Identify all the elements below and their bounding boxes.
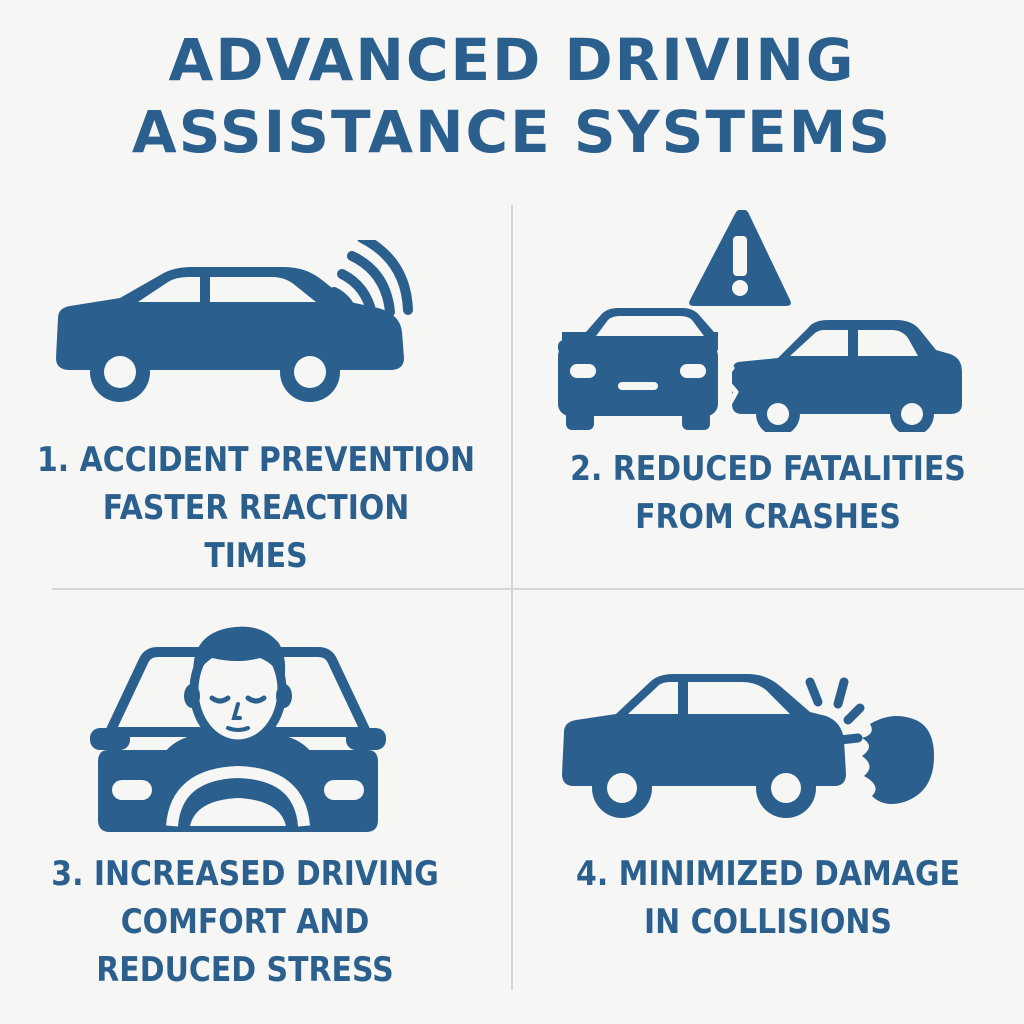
benefit-2-caption: 2. REDUCED FATALITIES FROM CRASHES: [543, 445, 994, 541]
benefit-1-caption: 1. ACCIDENT PREVENTION FASTER REACTION T…: [31, 436, 482, 580]
benefit-2-line-2: FROM CRASHES: [635, 497, 901, 537]
benefit-3-line-3: REDUCED STRESS: [96, 950, 394, 990]
car-sensor-waves-icon: [50, 240, 420, 410]
benefit-2-line-1: 2. REDUCED FATALITIES: [570, 449, 966, 489]
benefit-4-line-1: 4. MINIMIZED DAMAGE: [576, 854, 960, 894]
benefit-1-line-3: TIMES: [204, 536, 308, 576]
benefit-4-line-2: IN COLLISIONS: [644, 902, 892, 942]
relaxed-driver-icon: [88, 612, 388, 837]
title-line-1: ADVANCED DRIVING: [168, 26, 856, 94]
title-line-2: ASSISTANCE SYSTEMS: [131, 98, 893, 166]
benefit-1-line-1: 1. ACCIDENT PREVENTION: [36, 440, 475, 480]
car-collision-warning-icon: [552, 210, 964, 432]
benefit-4-caption: 4. MINIMIZED DAMAGE IN COLLISIONS: [543, 850, 994, 946]
benefit-3-line-2: COMFORT AND: [120, 902, 370, 942]
vertical-divider: [511, 205, 513, 990]
benefit-3-caption: 3. INCREASED DRIVING COMFORT AND REDUCED…: [29, 850, 460, 994]
car-impact-icon: [558, 668, 938, 820]
page-title: ADVANCED DRIVING ASSISTANCE SYSTEMS: [0, 24, 1024, 168]
horizontal-divider: [52, 588, 1024, 590]
benefit-3-line-1: 3. INCREASED DRIVING: [51, 854, 439, 894]
benefit-1-line-2: FASTER REACTION: [102, 488, 410, 528]
